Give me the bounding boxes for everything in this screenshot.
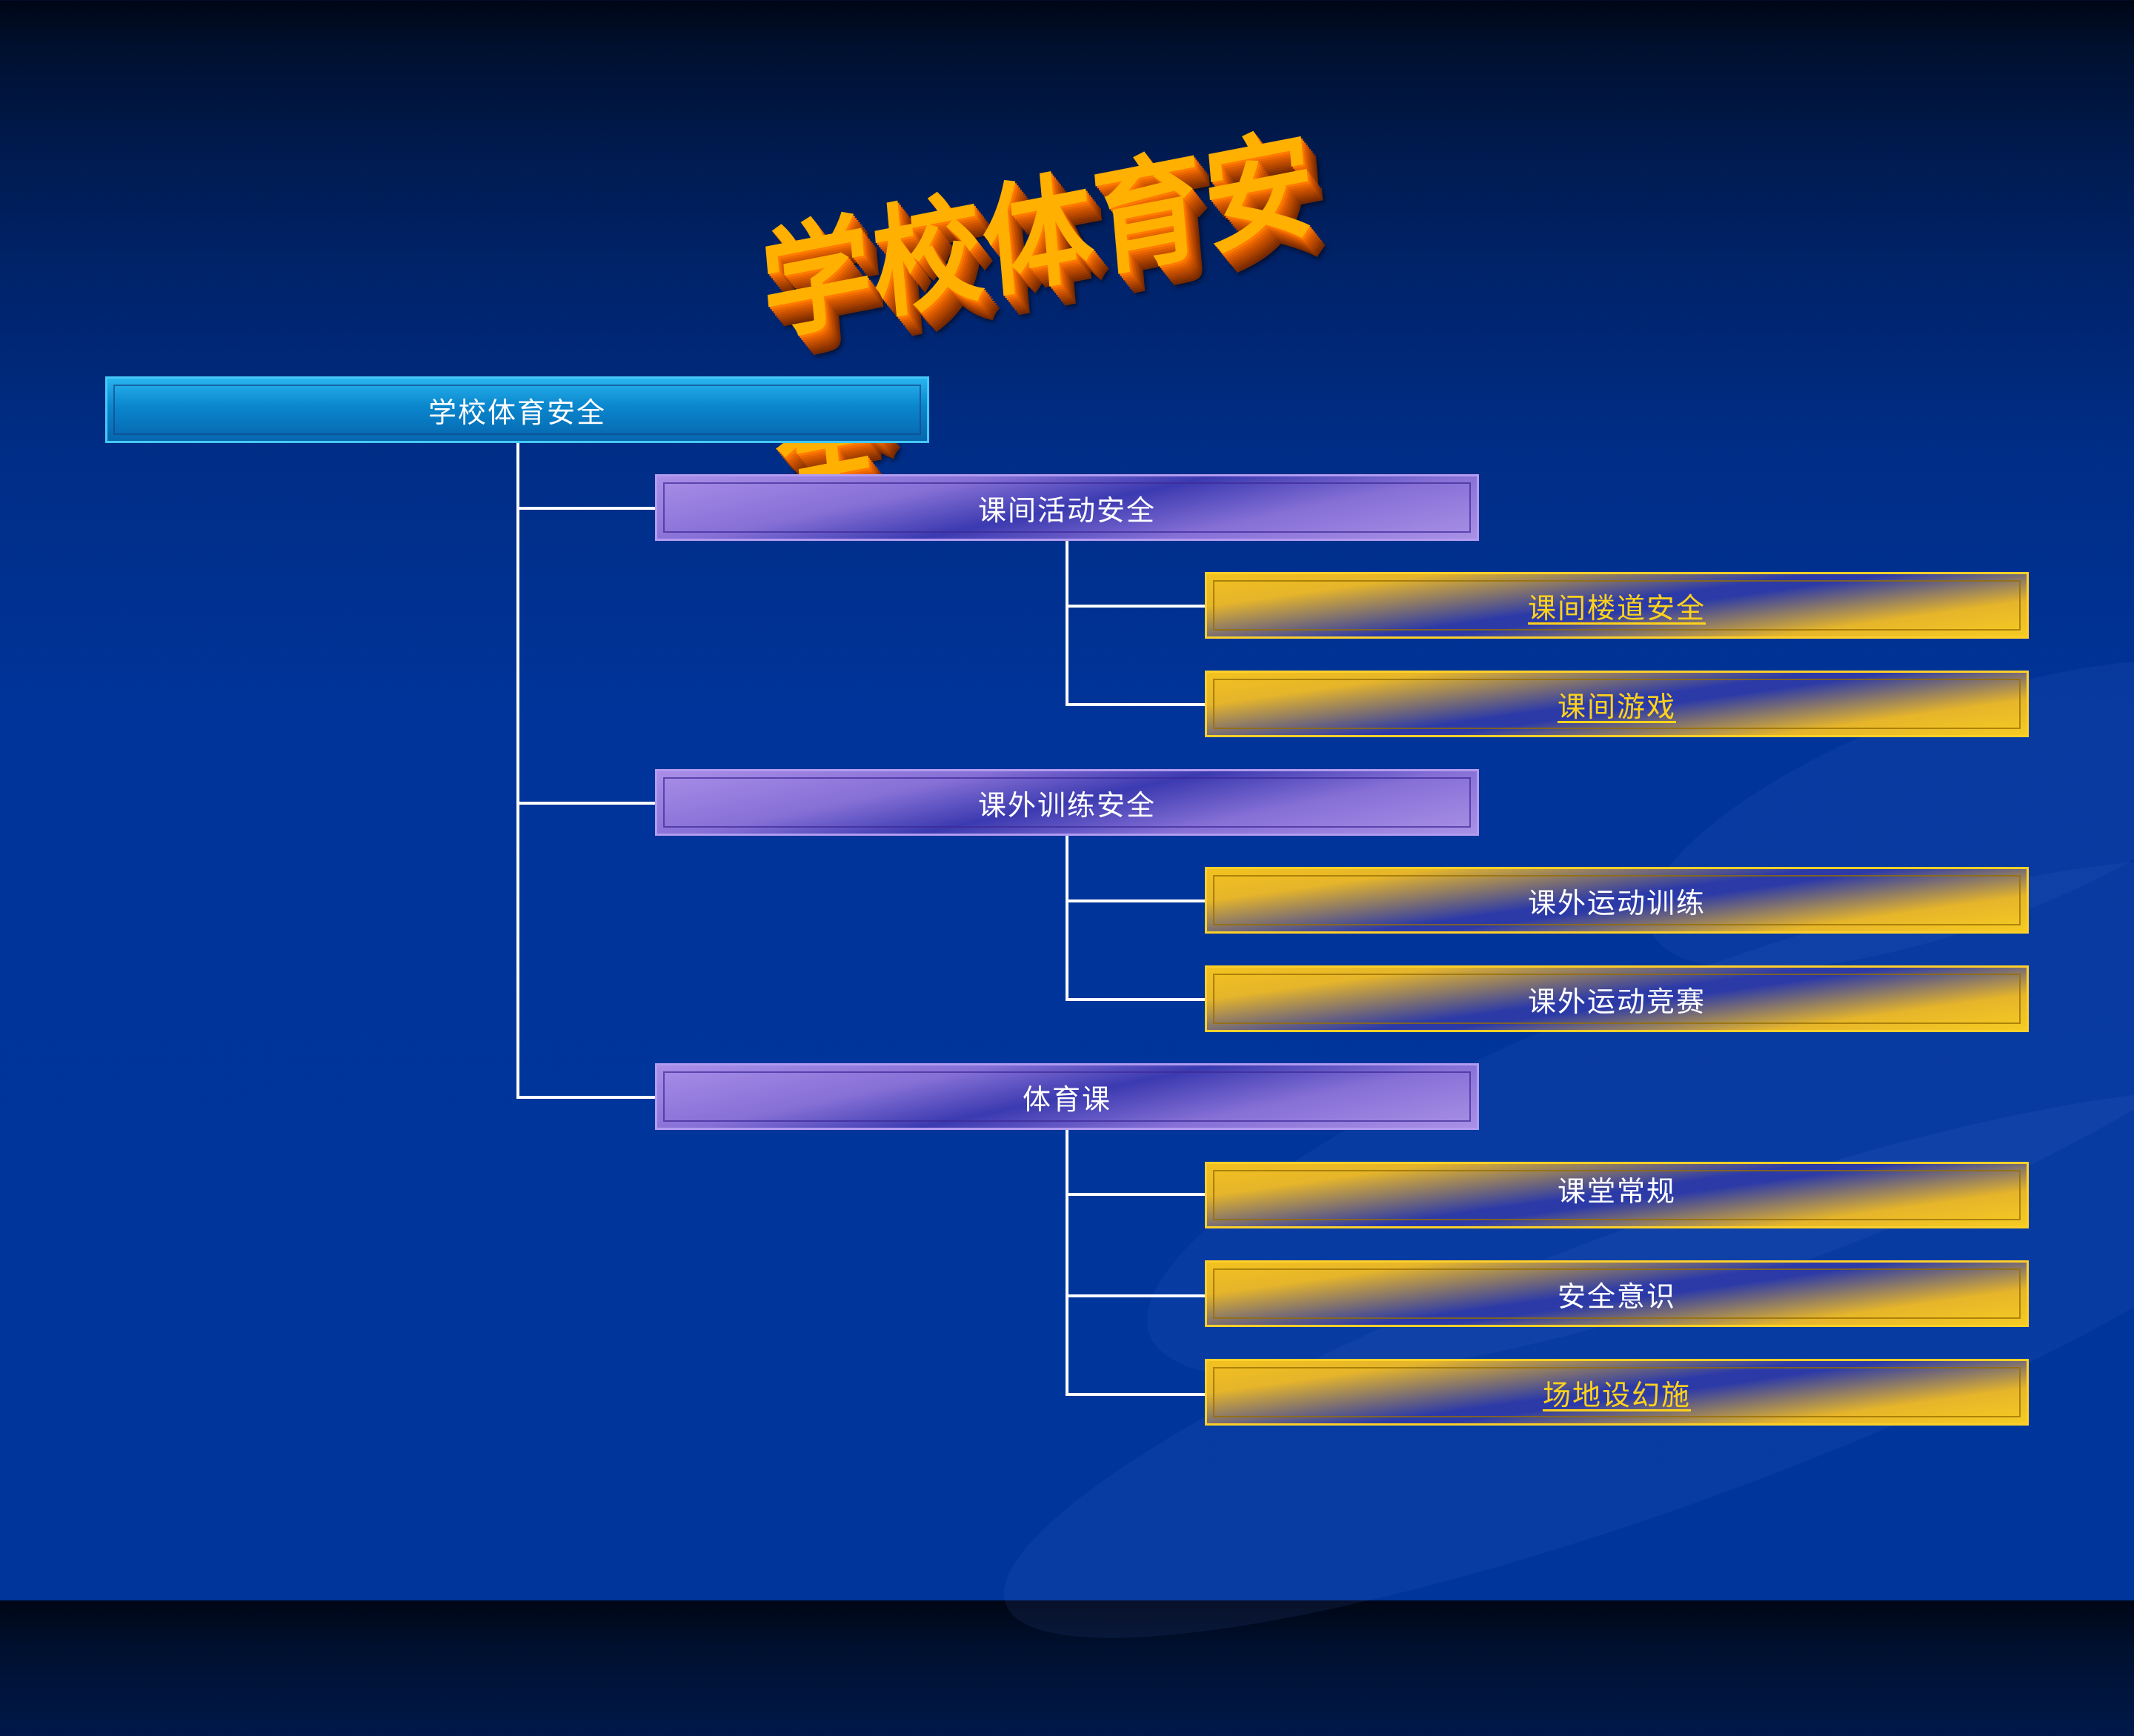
node-leaf-break-games[interactable]: 课间游戏: [1205, 671, 2029, 737]
connector-line: [1066, 703, 1205, 706]
node-link-label[interactable]: 课间游戏: [1557, 690, 1676, 723]
node-leaf-sports-training: 课外运动训练: [1205, 867, 2029, 934]
connector-line: [516, 802, 655, 805]
connector-line: [1066, 1393, 1205, 1396]
node-link-label[interactable]: 课间楼道安全: [1527, 591, 1706, 625]
node-branch-pe-class: 体育课: [655, 1063, 1479, 1130]
node-label: 课外运动训练: [1527, 886, 1706, 919]
node-label: 体育课: [1022, 1082, 1111, 1116]
connector-line: [1066, 541, 1068, 706]
node-leaf-sports-competition: 课外运动竞赛: [1205, 965, 2029, 1032]
node-root: 学校体育安全: [105, 376, 929, 443]
connector-line: [516, 443, 519, 1099]
node-branch-break-activity: 课间活动安全: [655, 474, 1479, 541]
node-leaf-safety-awareness: 安全意识: [1205, 1260, 2029, 1327]
connector-line: [1066, 605, 1205, 608]
node-branch-extracurricular-training: 课外训练安全: [655, 769, 1479, 836]
connector-line: [1066, 1193, 1205, 1196]
node-label: 学校体育安全: [428, 396, 606, 429]
title-text: 学校体育安全: [756, 113, 1321, 534]
connector-line: [516, 507, 655, 510]
node-label: 安全意识: [1557, 1280, 1676, 1313]
node-label: 课间活动安全: [977, 493, 1156, 527]
node-label: 课堂常规: [1557, 1175, 1676, 1208]
connector-line: [1066, 836, 1068, 1001]
connector-line: [516, 1096, 655, 1099]
node-link-label[interactable]: 场地设幻施: [1542, 1378, 1691, 1411]
node-leaf-venue-facilities[interactable]: 场地设幻施: [1205, 1359, 2029, 1426]
node-label: 课外训练安全: [977, 788, 1156, 822]
connector-line: [1066, 899, 1205, 902]
slide-title: 学校体育安全: [738, 84, 1411, 533]
node-label: 课外运动竞赛: [1527, 985, 1706, 1018]
connector-line: [1066, 1294, 1205, 1297]
connector-line: [1066, 1130, 1068, 1396]
node-leaf-class-routine: 课堂常规: [1205, 1162, 2029, 1228]
connector-line: [1066, 998, 1205, 1001]
node-leaf-corridor-safety[interactable]: 课间楼道安全: [1205, 572, 2029, 639]
